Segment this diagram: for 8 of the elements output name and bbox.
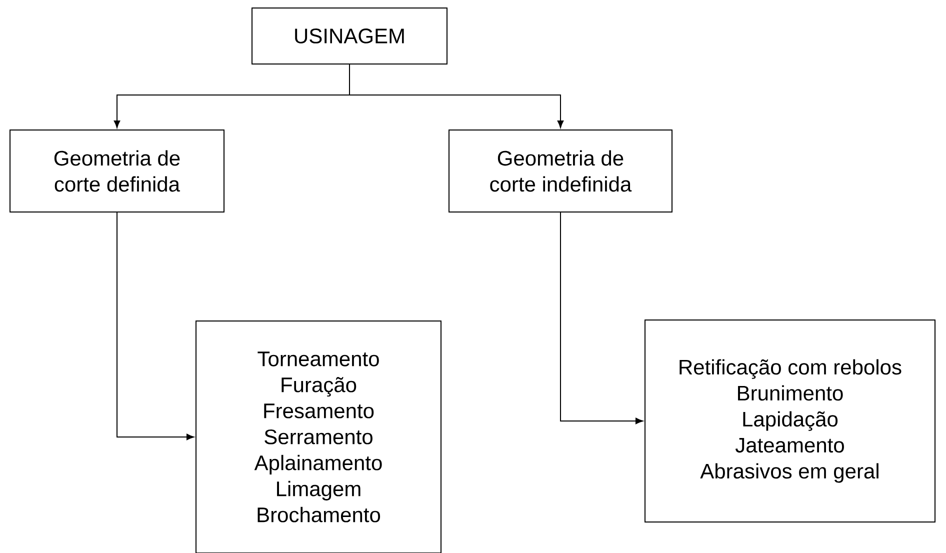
list-box: Retificação com rebolos Brunimento Lapidação Jateamento Abrasivos em geral	[644, 319, 936, 522]
arrow	[116, 212, 194, 440]
title-box: USINAGEM	[252, 8, 448, 64]
text-box: Geometria de corte definida	[10, 129, 224, 212]
text-box: Geometria de corte indefinida	[448, 129, 672, 212]
arrow	[560, 212, 643, 424]
list-box: Torneamento Furação Fresamento Serramento Aplainamento Limagem Brochamento	[196, 320, 442, 553]
arrow	[349, 64, 564, 128]
